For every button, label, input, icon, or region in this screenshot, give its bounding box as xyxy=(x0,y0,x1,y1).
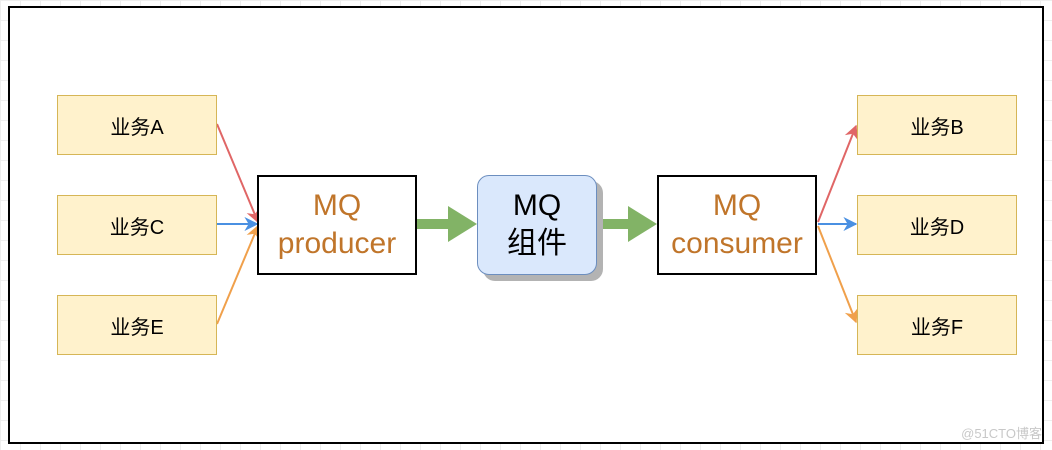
business-a-label: 业务A xyxy=(110,116,164,139)
business-f-label: 业务F xyxy=(910,316,964,339)
watermark: @51CTO博客 xyxy=(961,426,1042,441)
flow-arrow-mq-to-consumer xyxy=(597,206,657,242)
business-a-box[interactable]: 业务A xyxy=(57,95,217,155)
mq-component-box[interactable]: MQ 组件 xyxy=(477,175,597,275)
business-d-box[interactable]: 业务D xyxy=(857,195,1017,255)
mq-component-line1: MQ xyxy=(512,189,562,222)
arrow-e-to-producer xyxy=(216,224,260,325)
mq-producer-box[interactable]: MQ producer xyxy=(257,175,417,275)
mq-component-line2: 组件 xyxy=(507,227,567,260)
arrow-consumer-to-f xyxy=(817,225,858,324)
business-b-box[interactable]: 业务B xyxy=(857,95,1017,155)
business-b-label: 业务B xyxy=(910,116,964,139)
mq-producer-line1: MQ xyxy=(312,189,362,222)
business-e-label: 业务E xyxy=(110,316,164,339)
mq-consumer-box[interactable]: MQ consumer xyxy=(657,175,817,275)
mq-consumer-line1: MQ xyxy=(712,189,762,222)
mq-producer-line2: producer xyxy=(277,227,397,260)
business-d-label: 业务D xyxy=(909,216,965,239)
business-c-box[interactable]: 业务C xyxy=(57,195,217,255)
arrow-consumer-to-b xyxy=(817,124,858,223)
flow-arrow-producer-to-mq xyxy=(417,206,477,242)
mq-consumer-line2: consumer xyxy=(671,227,803,260)
business-c-label: 业务C xyxy=(109,216,165,239)
business-e-box[interactable]: 业务E xyxy=(57,295,217,355)
business-f-box[interactable]: 业务F xyxy=(857,295,1017,355)
arrow-a-to-producer xyxy=(216,123,260,224)
